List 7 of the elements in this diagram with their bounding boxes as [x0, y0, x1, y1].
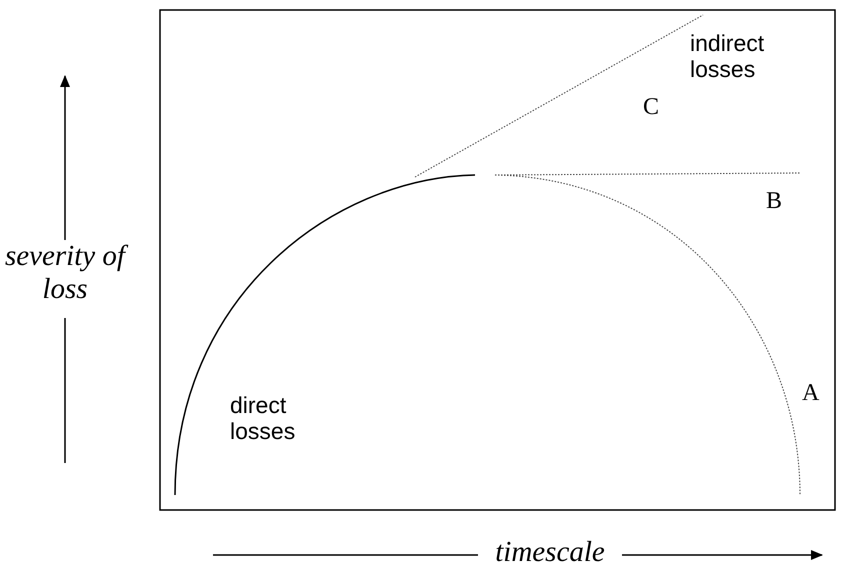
curve-label: C: [643, 94, 660, 122]
region-label: indirect losses: [690, 30, 766, 83]
curve-label: B: [766, 188, 784, 216]
curve-label: A: [802, 380, 820, 408]
axis-label: severity of loss: [0, 240, 130, 307]
region-label: direct losses: [230, 392, 296, 445]
axis-label: timescale: [494, 536, 606, 570]
